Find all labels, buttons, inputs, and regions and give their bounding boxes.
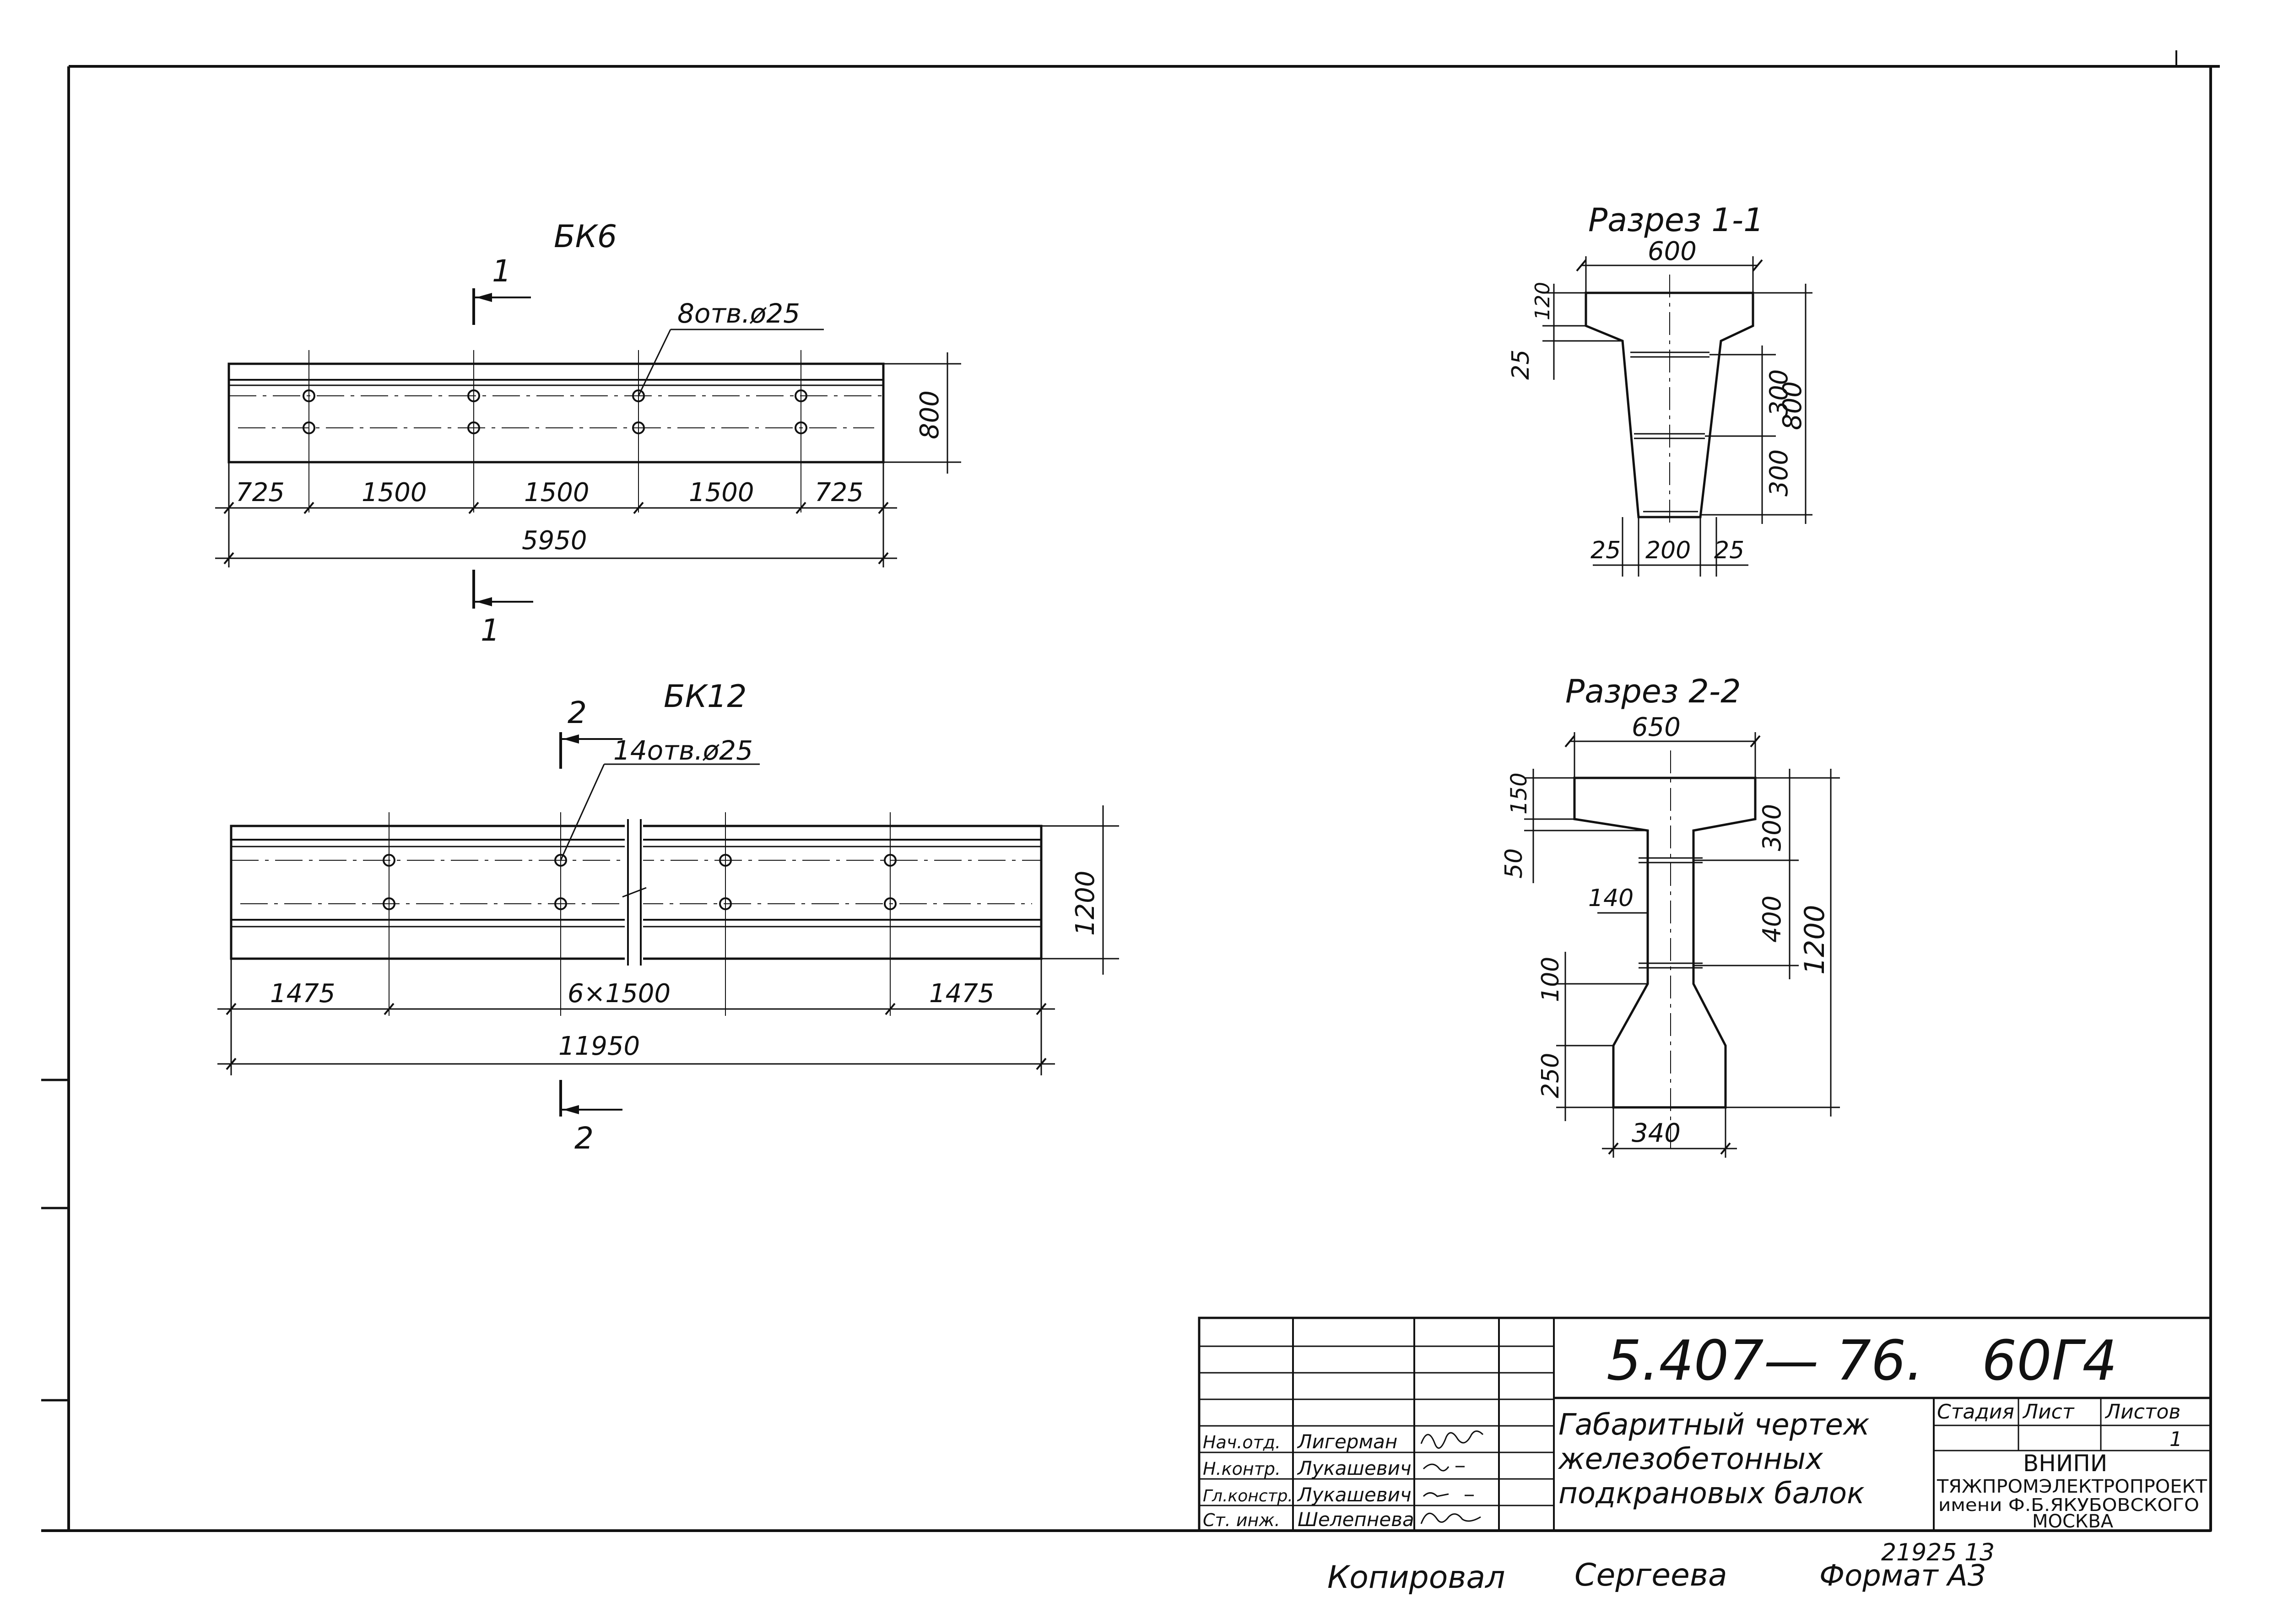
section-2-top-width: 650 xyxy=(1632,712,1681,742)
org-name: ВНИПИ xyxy=(2023,1450,2107,1477)
bk12-title: БК12 xyxy=(664,679,747,715)
bk12-dim-1: 1475 xyxy=(270,979,335,1009)
header-sheets: Листов xyxy=(2104,1400,2180,1424)
archive-number: 21925 13 xyxy=(1881,1539,1995,1566)
section-cut-2-top: 2 xyxy=(559,695,622,769)
section-cut-1-bottom: 1 xyxy=(472,570,533,648)
section-1-web-upper: 300 xyxy=(1764,369,1793,416)
bk6-dim-5: 725 xyxy=(815,478,864,507)
section-1-1: Разрез 1-1 600 120 25 300 300 800 xyxy=(1507,201,1812,577)
name-3: Лукашевич xyxy=(1297,1484,1412,1506)
bk6-height-label: 800 xyxy=(915,390,945,439)
header-sheet: Лист xyxy=(2022,1400,2075,1424)
bk6-dim-4: 1500 xyxy=(689,478,754,507)
bk12-holes-note: 14отв.ø25 xyxy=(613,735,753,766)
description-line-1: Габаритный чертеж xyxy=(1558,1408,1870,1442)
role-1: Нач.отд. xyxy=(1203,1432,1281,1452)
bk6-hole-axes xyxy=(308,350,801,513)
svg-text:2: 2 xyxy=(568,695,587,730)
sheet-code: 60Г4 xyxy=(1982,1329,2117,1393)
format-label: Формат А3 xyxy=(1819,1559,1986,1593)
copied-label: Копировал xyxy=(1327,1559,1505,1596)
section-2-web-mid: 400 xyxy=(1758,896,1786,943)
description-line-3: подкрановых балок xyxy=(1558,1477,1865,1511)
bk12-height-label: 1200 xyxy=(1071,870,1100,936)
description-line-2: железобетонных xyxy=(1558,1442,1823,1476)
bk12-break-mark xyxy=(622,819,647,966)
bk12-chain-ticks xyxy=(226,1003,1047,1015)
sheet-frame xyxy=(41,50,2220,1532)
bk6-dim-1: 725 xyxy=(236,478,285,507)
header-stage: Стадия xyxy=(1937,1400,2014,1424)
section-1-title: Разрез 1-1 xyxy=(1588,201,1764,239)
org-line-3: имени Ф.Б.ЯКУБОВСКОГО xyxy=(1938,1495,2199,1515)
name-1: Лигерман xyxy=(1297,1430,1397,1453)
bk6-dim-2: 1500 xyxy=(362,478,427,507)
section-2-haunch: 50 xyxy=(1500,848,1528,879)
bk12-holes xyxy=(383,854,897,910)
section-2-bottom-width: 340 xyxy=(1632,1118,1681,1148)
beam-bk12-elevation: БК12 2 2 14отв.ø25 xyxy=(217,679,1119,1156)
section-1-bottom-web: 200 xyxy=(1645,537,1691,564)
section-cut-1-top: 1 xyxy=(472,254,531,325)
bk12-dim-3: 1475 xyxy=(929,979,995,1009)
bk12-total-label: 11950 xyxy=(558,1031,640,1061)
bk6-total-label: 5950 xyxy=(522,526,587,556)
section-1-top-width: 600 xyxy=(1648,237,1697,266)
section-2-flange: 150 xyxy=(1506,772,1532,815)
bk6-chain-ticks xyxy=(223,502,889,514)
bk12-hole-axes xyxy=(389,812,891,1016)
name-4: Шелепнева xyxy=(1298,1508,1414,1531)
section-1-bottom-right: 25 xyxy=(1714,537,1744,564)
beam-bk6-elevation: БК6 1 1 xyxy=(215,219,961,648)
bk6-holes-note: 8отв.ø25 xyxy=(677,298,800,329)
bk12-dim-2: 6×1500 xyxy=(568,979,671,1009)
role-2: Н.контр. xyxy=(1203,1459,1281,1479)
section-2-lower-haunch: 100 xyxy=(1537,957,1564,1002)
section-2-upper-right: 300 xyxy=(1758,804,1786,851)
section-1-total-height: 800 xyxy=(1778,381,1807,430)
org-city: МОСКВА xyxy=(2032,1511,2114,1532)
copier-name: Сергеева xyxy=(1574,1557,1727,1593)
org-line-2: ТЯЖПРОМЭЛЕКТРОПРОЕКТ xyxy=(1937,1476,2207,1497)
name-2: Лукашевич xyxy=(1297,1457,1412,1479)
section-2-bottom-flange: 250 xyxy=(1537,1053,1564,1098)
section-2-2: Разрез 2-2 650 150 50 140 100 250 xyxy=(1500,673,1840,1158)
svg-text:1: 1 xyxy=(492,254,511,289)
sheets-total: 1 xyxy=(2169,1428,2182,1451)
signatures xyxy=(1420,1430,1484,1524)
title-block-rows xyxy=(1199,1345,1554,1506)
section-2-title: Разрез 2-2 xyxy=(1565,673,1741,710)
svg-text:1: 1 xyxy=(481,613,500,648)
section-2-web-width: 140 xyxy=(1588,885,1634,912)
bk6-holes xyxy=(303,389,807,434)
section-1-flange: 120 xyxy=(1531,282,1554,320)
section-cut-2-bottom: 2 xyxy=(559,1080,622,1156)
bk6-title: БК6 xyxy=(554,219,617,255)
title-block: 5.407— 76. 60Г4 Габаритный чертеж железо… xyxy=(1198,1316,2212,1532)
drawing-code: 5.407— 76. xyxy=(1607,1329,1924,1393)
svg-text:2: 2 xyxy=(574,1121,594,1156)
footer-notes: Копировал Сергеева 21925 13 Формат А3 xyxy=(1327,1539,1995,1596)
section-1-bottom-left: 25 xyxy=(1590,537,1621,564)
section-1-web-lower: 300 xyxy=(1764,449,1793,496)
bk6-dim-3: 1500 xyxy=(524,478,590,507)
role-3: Гл.констр. xyxy=(1203,1487,1293,1505)
section-2-total-height: 1200 xyxy=(1799,905,1831,975)
section-1-haunch: 25 xyxy=(1507,350,1535,380)
role-4: Ст. инж. xyxy=(1203,1510,1280,1530)
